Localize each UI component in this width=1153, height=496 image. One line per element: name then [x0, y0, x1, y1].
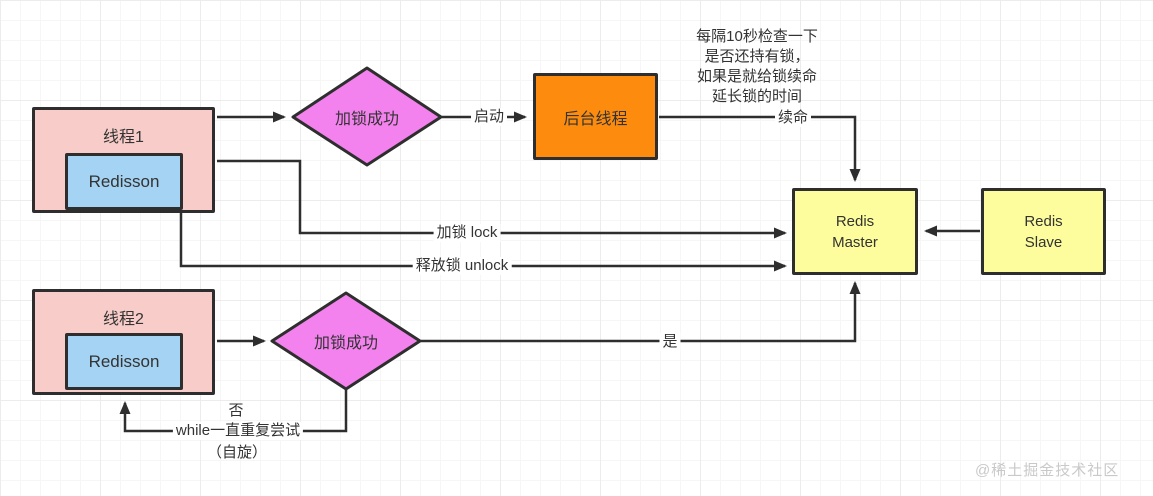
edge-label-lock: 加锁 lock	[433, 224, 501, 242]
edge-unlock-to-master	[179, 213, 787, 272]
renew-note-line1: 每隔10秒检查一下	[696, 28, 818, 45]
redis-slave-label-line2: Slave	[1024, 233, 1063, 251]
thread1-redisson-label: Redisson	[88, 171, 160, 191]
edge-label-spin: （自旋）	[206, 444, 268, 461]
redis-slave-label-line1: Redis	[1024, 212, 1063, 230]
redis-master-label-line2: Master	[832, 233, 878, 251]
background-thread-label: 后台线程	[563, 110, 628, 128]
edge-renew-to-master	[659, 115, 861, 182]
edge-label-yes: 是	[659, 333, 681, 351]
watermark: @稀土掘金技术社区	[975, 462, 1120, 479]
decision1-label: 加锁成功	[334, 111, 400, 128]
renew-note-line3: 如果是就给锁续命	[696, 68, 817, 85]
edge-yes-to-master	[421, 281, 861, 343]
edge-label-while-retry: while一直重复尝试	[172, 422, 304, 440]
renew-note-line2: 是否还持有锁，	[704, 48, 810, 65]
renew-note-line4: 延长锁的时间	[711, 88, 802, 105]
thread2-label: 线程2	[103, 311, 144, 328]
decision1-shape	[291, 66, 443, 167]
edge-lock-to-master	[217, 159, 787, 239]
edge-label-renew: 续命	[774, 109, 812, 127]
redis-master-label-line1: Redis	[835, 212, 875, 230]
thread2-redisson-label: Redisson	[88, 351, 160, 371]
redis-master-box: Redis Master	[792, 188, 918, 275]
thread1-label: 线程1	[103, 129, 144, 146]
edge-label-start: 启动	[470, 108, 508, 126]
redis-slave-box: Redis Slave	[981, 188, 1106, 275]
thread2-redisson-box: Redisson	[65, 333, 183, 390]
decision2-label: 加锁成功	[313, 335, 379, 352]
edge-label-no: 否	[228, 402, 244, 419]
thread1-redisson-box: Redisson	[65, 153, 183, 210]
renew-note: 每隔10秒检查一下 是否还持有锁， 如果是就给锁续命 延长锁的时间	[696, 27, 818, 107]
edge-label-unlock: 释放锁 unlock	[412, 257, 512, 275]
background-thread-box: 后台线程	[533, 73, 658, 160]
decision2-shape	[270, 291, 422, 391]
